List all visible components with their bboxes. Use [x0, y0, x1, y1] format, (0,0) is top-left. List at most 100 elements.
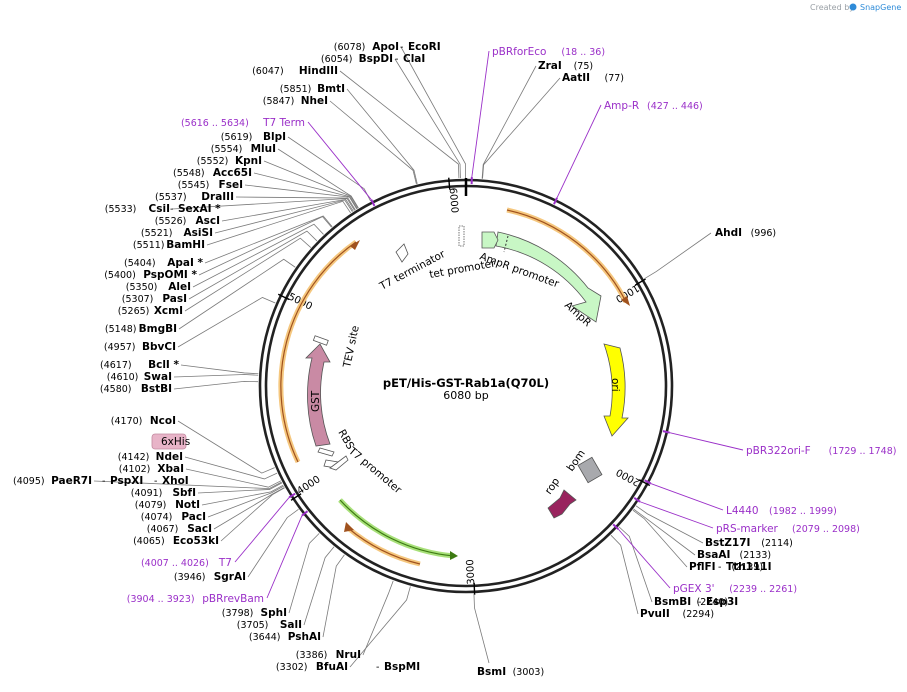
- site-bamhi[interactable]: (5511)BamHI: [133, 239, 205, 251]
- site-name-nhei: NheI: [301, 95, 328, 107]
- primer-prs-marker[interactable]: pRS-marker(2079 .. 2098): [716, 523, 860, 535]
- primer-leader-pgex-3-: [617, 528, 671, 589]
- site-paci[interactable]: (4074)PacI: [141, 511, 206, 523]
- site-name-zrai: ZraI: [538, 60, 562, 72]
- site-bcli-[interactable]: (4617)BclI *: [100, 359, 179, 371]
- site-sphi[interactable]: (3798)SphI: [222, 607, 287, 619]
- site-blpi[interactable]: (5619)BlpI: [221, 131, 286, 143]
- site-sbfi[interactable]: (4091)SbfI: [131, 487, 196, 499]
- site-xbai[interactable]: (4102)XbaI: [119, 463, 184, 475]
- site-bsmi[interactable]: (3003)BsmI: [477, 666, 544, 678]
- site-pos-apoi: (6078): [334, 42, 366, 53]
- site-draiii[interactable]: (5537)DraIII: [155, 191, 234, 203]
- site-saci[interactable]: (4067)SacI: [147, 523, 212, 535]
- site-name-paci: PacI: [181, 511, 206, 523]
- site-pos-sali: (3705): [237, 620, 269, 631]
- ampr-promoter-dash: [503, 235, 509, 253]
- site-xcmi[interactable]: (5265)XcmI: [118, 305, 183, 317]
- site-acc65i[interactable]: (5548)Acc65I: [173, 167, 252, 179]
- site-bstz17i[interactable]: (2114)BstZ17I: [705, 537, 793, 549]
- site-alei[interactable]: (5350)AleI: [126, 281, 191, 293]
- leader-ncoi: [177, 420, 275, 474]
- ampr-promoter-feature: [481, 231, 499, 249]
- site-pvuii[interactable]: (2294)PvuII: [640, 608, 714, 620]
- leader-pvuii: [610, 534, 639, 615]
- site-bsaai[interactable]: (2133)BsaAI: [697, 549, 771, 561]
- tick-label-6000: 6000: [447, 187, 460, 213]
- site-ndei[interactable]: (4142)NdeI: [118, 451, 183, 463]
- site-apai-[interactable]: (5404)ApaI *: [124, 257, 204, 269]
- site-bbvci[interactable]: (4957)BbvCI: [104, 341, 176, 353]
- leader-ahdi: [644, 232, 712, 280]
- site-swai[interactable]: (4610)SwaI: [107, 371, 172, 383]
- site-pos-asci: (5526): [155, 216, 187, 227]
- site-pos-bfuai: (3302): [276, 662, 308, 673]
- site-eco53ki[interactable]: (4065)Eco53kI: [133, 535, 219, 547]
- site-paer7i[interactable]: (4095)PaeR7I-PspXI-XhoI: [13, 475, 189, 487]
- primer-pbrforeco[interactable]: pBRforEco(18 .. 36): [492, 46, 605, 58]
- primer-pbrrevbam[interactable]: pBRrevBam(3904 .. 3923): [127, 593, 264, 605]
- site-name-bbvci: BbvCI: [142, 341, 176, 353]
- site-bmti[interactable]: (5851)BmtI: [280, 83, 345, 95]
- his-tag-box: [151, 433, 187, 450]
- site-pshai[interactable]: (3644)PshAI: [249, 631, 321, 643]
- site-pflfi[interactable]: (2139)PflFI-Tth111I: [689, 561, 771, 573]
- site-bspdi[interactable]: (6054)BspDI-ClaI: [321, 53, 425, 65]
- site-zrai[interactable]: (75)ZraI: [538, 60, 593, 72]
- site-apoi[interactable]: (6078)ApoI-EcoRI: [334, 41, 441, 53]
- leader-acc65i: [253, 172, 358, 209]
- site-csii[interactable]: (5533)CsiI-SexAI *: [105, 203, 221, 215]
- site-bmgbi[interactable]: (5148)BmgBI: [105, 323, 177, 335]
- site-name-pasi: PasI: [162, 293, 187, 305]
- site-name-bsmi: BsmI: [477, 666, 506, 678]
- leader-bamhi: [206, 200, 351, 246]
- site-name-blpi: BlpI: [263, 131, 286, 143]
- primer-name-pbrrevbam: pBRrevBam: [202, 593, 264, 605]
- site-pasi[interactable]: (5307)PasI: [122, 293, 187, 305]
- orf-gst-arc-line: [280, 241, 357, 463]
- site-pspomi-[interactable]: (5400)PspOMI *: [104, 269, 197, 281]
- site-name-asci: AscI: [195, 215, 220, 227]
- site-nrui[interactable]: (3386)NruI: [296, 649, 361, 661]
- primer-range-amp-r: (427 .. 446): [647, 101, 703, 112]
- primer-pbr322ori-f[interactable]: pBR322ori-F(1729 .. 1748): [746, 445, 896, 457]
- site-noti[interactable]: (4079)NotI: [135, 499, 200, 511]
- site-hindiii[interactable]: (6047)HindIII: [252, 65, 338, 77]
- primer-name-amp-r: Amp-R: [604, 100, 639, 112]
- site-asisi[interactable]: (5521)AsiSI: [141, 227, 213, 239]
- site-name-bstz17i: BstZ17I: [705, 537, 750, 549]
- leader-saci: [213, 487, 285, 530]
- site-nhei[interactable]: (5847)NheI: [263, 95, 328, 107]
- site-kpni[interactable]: (5552)KpnI: [197, 155, 262, 167]
- primer-mark-pgex-3-: [612, 523, 619, 530]
- primer-mark-amp-r: [553, 197, 558, 205]
- site-sali[interactable]: (3705)SalI: [237, 619, 302, 631]
- site-bsmbi[interactable]: (2240)BsmBI-Esp3I: [654, 596, 738, 608]
- site-ahdi[interactable]: (996)AhdI: [715, 227, 776, 239]
- site-asci[interactable]: (5526) AscI: [155, 215, 220, 227]
- leader-asci: [221, 198, 354, 222]
- site-ncoi[interactable]: (4170)NcoI: [111, 415, 176, 427]
- primer-t7-term[interactable]: T7 Term(5616 .. 5634): [181, 117, 305, 129]
- primer-leader-t7-term: [307, 121, 372, 200]
- site-pos-saci: (4067): [147, 524, 179, 535]
- site-pos-nrui: (3386): [296, 650, 328, 661]
- site-bfuai[interactable]: (3302)BfuAI-BspMI: [276, 661, 420, 673]
- site-name-pspomi-: PspOMI *: [143, 269, 197, 281]
- leader-eco53ki: [220, 487, 285, 542]
- site-pos-pvuii: (2294): [683, 609, 715, 620]
- leader-bsmbi: [618, 526, 653, 603]
- primer-l4440[interactable]: L4440(1982 .. 1999): [726, 505, 837, 517]
- primer-amp-r[interactable]: Amp-R (427 .. 446): [604, 100, 703, 112]
- site-bstbi[interactable]: (4580)BstBI: [100, 383, 172, 395]
- site-name-xbai: XbaI: [157, 463, 184, 475]
- tick-1000: [634, 278, 646, 286]
- primer-range-pgex-3-: (2239 .. 2261): [729, 584, 797, 595]
- primer-pgex-3-[interactable]: pGEX 3'(2239 .. 2261): [673, 583, 797, 595]
- site-mlui[interactable]: (5554)MluI: [211, 143, 276, 155]
- site-aatii[interactable]: (77)AatII: [562, 72, 624, 84]
- primer-t7[interactable]: T7(4007 .. 4026): [141, 557, 232, 569]
- site-sgrai[interactable]: (3946)SgrAI: [174, 571, 246, 583]
- site-fsei[interactable]: (5545)FseI: [178, 179, 243, 191]
- primer-leader-amp-r: [556, 104, 602, 199]
